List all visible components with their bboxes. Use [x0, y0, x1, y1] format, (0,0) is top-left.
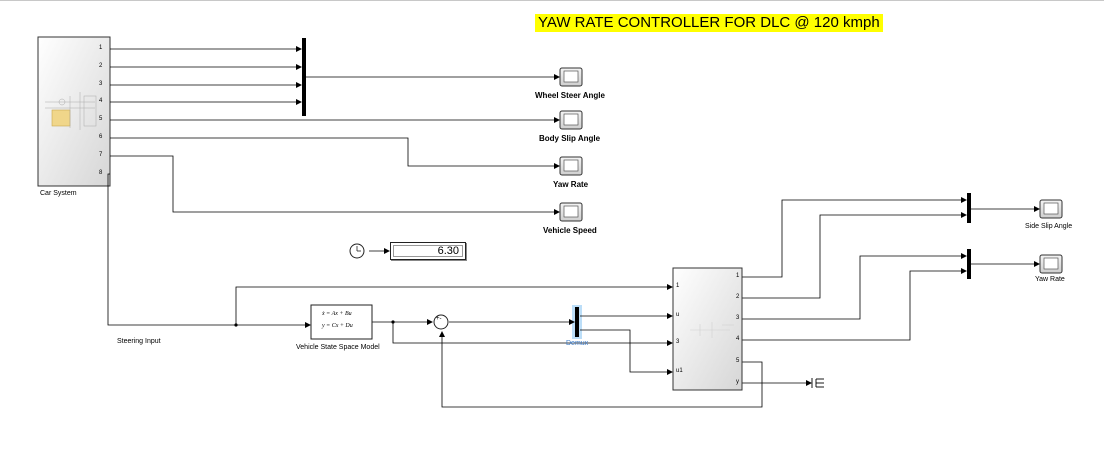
ctrl-in-1: 1 — [676, 283, 680, 289]
ctrl-out-5: 5 — [736, 358, 740, 364]
terminator-icon[interactable] — [811, 378, 824, 388]
ctrl-out-1: 1 — [736, 273, 740, 279]
yaw-rate-label: Yaw Rate — [553, 180, 589, 189]
ctrl-out-2: 2 — [736, 294, 740, 300]
state-space-block[interactable] — [310, 304, 373, 340]
demux-bar[interactable] — [575, 307, 579, 337]
wheel-steer-label: Wheel Steer Angle — [535, 91, 605, 100]
mux-bar-yaw-rate[interactable] — [967, 249, 971, 279]
ctrl-in-u1: u1 — [676, 368, 683, 374]
car-system-block[interactable] — [37, 36, 111, 187]
scope-yaw-rate[interactable] — [559, 156, 583, 176]
car-port-4: 4 — [99, 98, 103, 104]
diagram-title: YAW RATE CONTROLLER FOR DLC @ 120 kmph — [535, 14, 883, 32]
car-port-6: 6 — [99, 134, 103, 140]
sum-sign: +- — [436, 316, 442, 322]
steering-input-label: Steering Input — [117, 338, 161, 345]
yaw-rate-2-label: Yaw Rate — [1035, 276, 1065, 283]
ctrl-out-3: 3 — [736, 315, 740, 321]
scope-vehicle-speed[interactable] — [559, 202, 583, 222]
clock-icon[interactable] — [349, 243, 365, 259]
mux-bar-wheel-steer[interactable] — [302, 38, 306, 116]
car-port-7: 7 — [99, 152, 103, 158]
sum-block[interactable] — [433, 314, 449, 330]
car-port-8: 8 — [99, 170, 103, 176]
state-space-label: Vehicle State Space Model — [296, 344, 380, 351]
side-slip-label: Side Slip Angle — [1025, 223, 1073, 230]
scope-body-slip[interactable] — [559, 110, 583, 130]
top-border — [0, 0, 1104, 1]
display-block[interactable]: 6.30 — [390, 242, 466, 260]
car-port-1: 1 — [99, 45, 103, 51]
state-eq-1: ẋ = Ax + Bu — [322, 311, 352, 317]
controller-subsystem-block[interactable] — [672, 267, 743, 391]
ctrl-in-u: u — [676, 312, 680, 318]
ctrl-out-y: y — [736, 379, 739, 385]
ctrl-in-3: 3 — [676, 339, 680, 345]
car-port-3: 3 — [99, 81, 103, 87]
car-port-2: 2 — [99, 63, 103, 69]
scope-yaw-rate-2[interactable] — [1039, 254, 1063, 274]
car-port-5: 5 — [99, 116, 103, 122]
vehicle-speed-label: Vehicle Speed — [543, 226, 597, 235]
mux-bar-side-slip[interactable] — [967, 193, 971, 223]
state-eq-2: y = Cx + Du — [322, 323, 353, 329]
car-system-label: Car System — [40, 190, 77, 197]
ctrl-out-4: 4 — [736, 336, 740, 342]
body-slip-label: Body Slip Angle — [539, 134, 601, 143]
display-value: 6.30 — [393, 245, 463, 257]
scope-wheel-steer[interactable] — [559, 67, 583, 87]
scope-side-slip[interactable] — [1039, 199, 1063, 219]
demux-label: Demux — [566, 340, 589, 347]
